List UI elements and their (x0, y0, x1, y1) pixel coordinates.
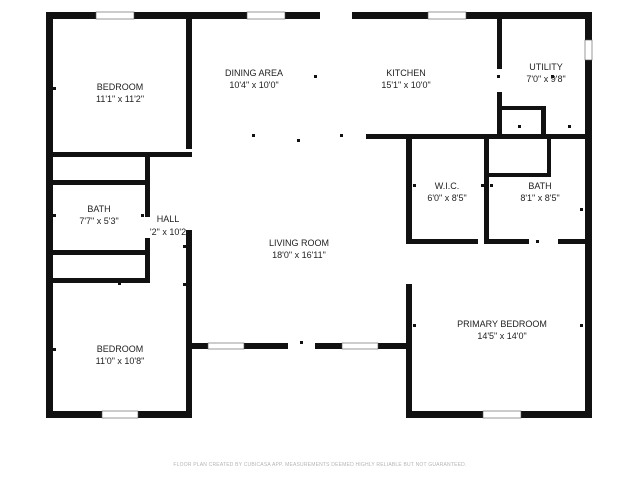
room-hall: HALL '2" x 10'2 (150, 214, 186, 237)
room-dims: 10'4" x 10'0" (229, 80, 278, 90)
room-name: BATH (87, 204, 110, 214)
room-name: PRIMARY BEDROOM (457, 319, 547, 329)
room-dims: 11'0" x 10'8" (96, 356, 145, 366)
room-bath-primary: BATH 8'1" x 8'5" (520, 181, 559, 203)
footer-disclaimer: FLOOR PLAN CREATED BY CUBICASA APP. MEAS… (173, 462, 466, 468)
room-bath-left: BATH 7'7" x 5'3" (79, 204, 118, 226)
room-dims: '2" x 10'2 (150, 227, 186, 237)
room-bedroom-bottom: BEDROOM 11'0" x 10'8" (96, 344, 145, 366)
room-kitchen: KITCHEN 15'1" x 10'0" (381, 68, 430, 90)
room-name: LIVING ROOM (269, 238, 329, 248)
door-markers (53, 75, 583, 351)
room-name: DINING AREA (225, 68, 283, 78)
room-name: BATH (528, 181, 551, 191)
room-dims: 18'0" x 16'11" (272, 250, 326, 260)
room-dims: 15'1" x 10'0" (381, 80, 430, 90)
room-utility: UTILITY 7'0" x 9'8" (526, 62, 565, 84)
room-dims: 6'0" x 8'5" (427, 193, 466, 203)
room-dims: 7'7" x 5'3" (79, 216, 118, 226)
room-living-room: LIVING ROOM 18'0" x 16'11" (269, 238, 329, 260)
room-name: KITCHEN (386, 68, 426, 78)
room-dims: 11'1" x 11'2" (96, 94, 144, 104)
room-bedroom-top: BEDROOM 11'1" x 11'2" (96, 82, 144, 104)
room-dining-area: DINING AREA 10'4" x 10'0" (225, 68, 283, 90)
room-dims: 8'1" x 8'5" (520, 193, 559, 203)
windows (95, 11, 593, 419)
room-dims: 14'5" x 14'0" (477, 331, 526, 341)
room-dims: 7'0" x 9'8" (526, 74, 565, 84)
room-name: HALL (157, 214, 180, 224)
room-primary-bedroom: PRIMARY BEDROOM 14'5" x 14'0" (457, 319, 547, 341)
room-name: UTILITY (529, 62, 563, 72)
room-name: BEDROOM (97, 82, 144, 92)
room-name: BEDROOM (97, 344, 144, 354)
room-name: W.I.C. (435, 181, 460, 191)
room-walk-in-closet: W.I.C. 6'0" x 8'5" (427, 181, 466, 203)
